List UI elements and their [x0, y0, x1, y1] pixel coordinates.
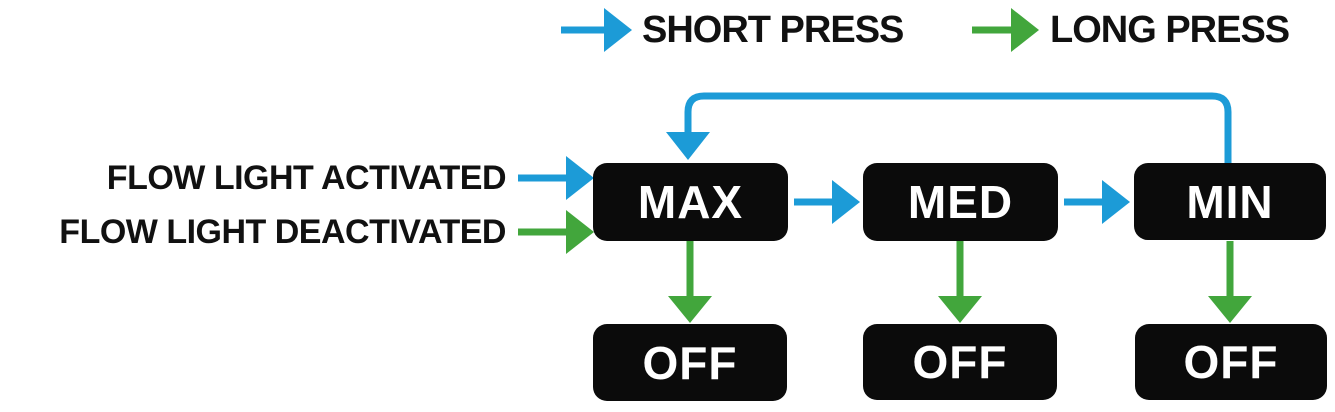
state-node-off-under-min: OFF — [1135, 324, 1327, 400]
arrow-max-to-off — [668, 241, 712, 323]
arrow-max-to-med — [794, 180, 860, 224]
state-node-off-under-med: OFF — [863, 324, 1057, 400]
activated-short-press-arrow — [518, 156, 594, 200]
state-node-med: MED — [863, 163, 1058, 241]
arrow-min-to-max-loop — [666, 92, 1232, 164]
arrow-min-to-off — [1208, 241, 1252, 323]
state-node-max: MAX — [593, 163, 788, 241]
legend-long-press-label: LONG PRESS — [1050, 9, 1290, 51]
flow-light-activated-label: FLOW LIGHT ACTIVATED — [106, 159, 507, 197]
state-node-min: MIN — [1134, 163, 1326, 240]
state-node-off-under-max: OFF — [593, 324, 787, 401]
arrow-med-to-off — [938, 241, 982, 323]
arrow-med-to-min — [1064, 180, 1130, 224]
flow-light-deactivated-label: FLOW LIGHT DEACTIVATED — [59, 213, 506, 251]
legend-short-press-label: SHORT PRESS — [642, 9, 904, 51]
deactivated-long-press-arrow — [518, 210, 594, 254]
long-press-arrow-icon — [972, 8, 1039, 52]
short-press-arrow-icon — [561, 8, 632, 52]
